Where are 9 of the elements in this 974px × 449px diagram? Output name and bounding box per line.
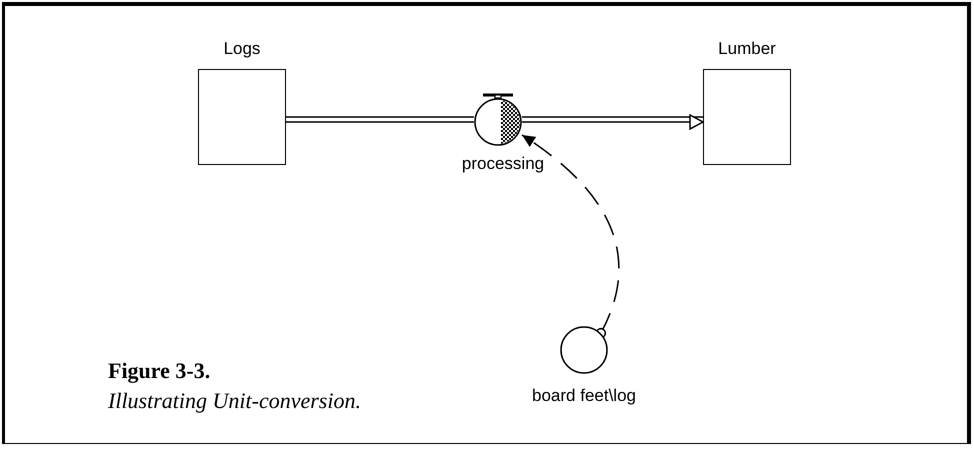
stock-label: Logs (222, 39, 262, 59)
dashed-connector (522, 134, 620, 338)
flow-label: processing (460, 154, 546, 174)
flow-pipe (521, 114, 704, 130)
figure-title: Figure 3-3. (108, 358, 210, 384)
flow-pipe (285, 116, 475, 123)
converter-label: board feet\log (531, 386, 637, 406)
stock-label: Lumber (717, 39, 777, 59)
figure-caption: Illustrating Unit-conversion. (108, 388, 361, 414)
